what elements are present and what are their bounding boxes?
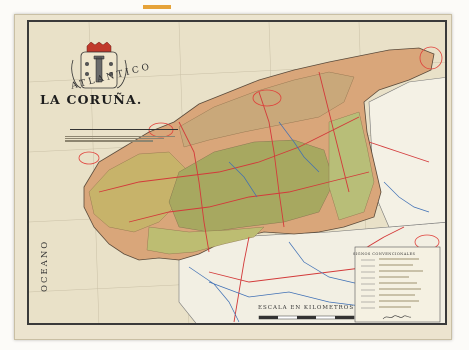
river-network	[188, 121, 430, 323]
district-south	[146, 226, 265, 255]
legend-text-lines	[379, 258, 423, 308]
map-title: LA CORUÑA.	[40, 92, 143, 107]
district-north	[178, 71, 355, 148]
signature-flourish-icon	[382, 315, 412, 320]
title-underline	[70, 129, 178, 130]
attribution-block	[65, 135, 175, 143]
legend-box	[354, 246, 441, 323]
tower-emblem-icon	[93, 55, 105, 83]
page-tab	[143, 5, 171, 9]
legend-lines	[361, 259, 375, 309]
district-central	[168, 139, 335, 233]
ocean-label: OCEANO	[40, 239, 50, 292]
circle-annotations	[78, 46, 443, 250]
scale-bar	[258, 315, 355, 320]
map-frame	[27, 20, 447, 325]
district-east	[328, 111, 375, 221]
legend-title: SIGNOS CONVENCIONALES	[353, 252, 416, 256]
neighbor-region-east	[368, 77, 445, 228]
scale-caption: ESCALA EN KILOMETROS	[258, 305, 355, 311]
province-map	[29, 22, 445, 323]
coat-of-arms-icon	[71, 41, 127, 89]
crown-icon	[86, 41, 112, 53]
